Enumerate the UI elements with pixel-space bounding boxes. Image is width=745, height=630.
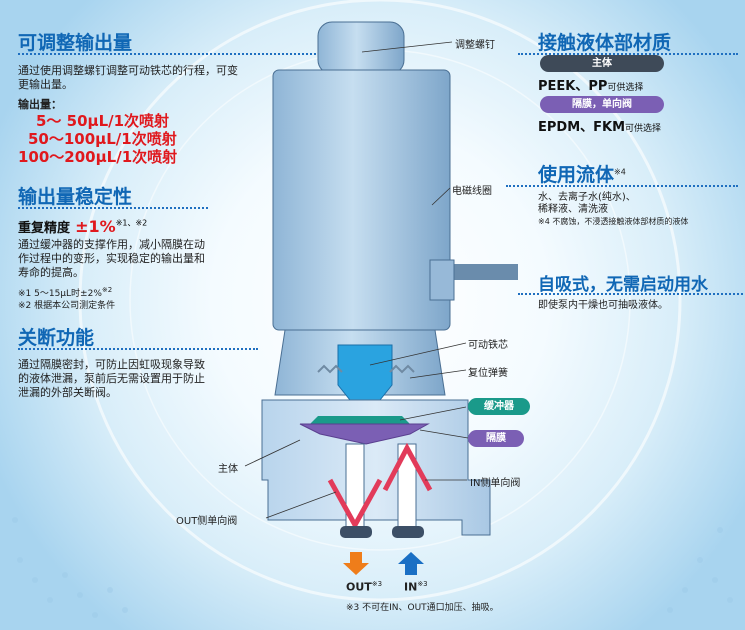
in-port-nut (392, 526, 424, 538)
precision-sup: ※1、※2 (115, 218, 148, 228)
footnote-ports: ※3 不可在IN、OUT通口加压、抽吸。 (346, 603, 499, 613)
badge-diaphragm-material: 隔膜，单向阀 (540, 96, 664, 113)
diaphragm-material-line: EPDM、FKM可供选择 (538, 116, 661, 135)
buffer (310, 416, 410, 424)
leader-lines (244, 41, 469, 519)
heading-self-priming: 自吸式，无需启动用水 (538, 275, 708, 295)
diaphragm-material-value: EPDM、FKM (538, 120, 626, 135)
shutoff-desc: 通过隔膜密封，可防止因虹吸现象导致的液体泄漏，泵前后无需设置用于防止泄漏的外部关… (18, 358, 205, 399)
in-check-valve (382, 442, 433, 492)
self-priming-desc: 即使泵内干燥也可抽吸液体。 (538, 300, 668, 311)
diaphragm (299, 423, 430, 445)
note1-sup: ※2 (101, 286, 113, 294)
precision-label: 重复精度 (18, 221, 71, 236)
label-in-port: IN※3 (404, 580, 428, 594)
heading-wetted-materials: 接触液体部材质 (538, 32, 672, 54)
adjustable-output-desc: 通过使用调整螺钉调整可动铁芯的行程，可变更输出量。 (18, 64, 238, 91)
output-range-1: 5～ 50μL/1次喷射 (36, 112, 170, 130)
label-out-port: OUT※3 (346, 580, 382, 594)
return-spring (317, 364, 415, 374)
label-solenoid-coil: 电磁线圈 (452, 186, 492, 197)
out-port-sup: ※3 (371, 580, 383, 588)
stability-note-2: ※2 根据本公司测定条件 (18, 301, 116, 311)
body-material-value: PEEK、PP (538, 79, 608, 94)
moving-core (337, 344, 393, 401)
label-diaphragm: 隔膜 (468, 430, 524, 447)
heading-adjustable-output: 可调整输出量 (18, 32, 133, 54)
in-port-text: IN (404, 580, 418, 594)
badge-body-material: 主体 (540, 55, 664, 72)
precision-line: 重复精度 ±1%※1、※2 (18, 217, 338, 236)
section-self-priming: 自吸式，无需启动用水 即使泵内干燥也可抽吸液体。 (518, 270, 743, 313)
body-material-line: PEEK、PP可供选择 (538, 75, 643, 94)
divider (506, 185, 738, 187)
cable-gland (429, 259, 455, 301)
section-shutoff: 关断功能 通过隔膜密封，可防止因虹吸现象导致的液体泄漏，泵前后无需设置用于防止泄… (18, 323, 338, 400)
in-arrow-icon (398, 552, 424, 575)
adjust-screw (317, 21, 405, 75)
section-wetted-materials: 接触液体部材质 (518, 28, 738, 55)
stability-desc: 通过缓冲器的支撑作用，减小隔膜在动作过程中的变形，实现稳定的输出量和寿命的提高。 (18, 238, 205, 279)
divider (18, 348, 258, 350)
fluids-note: ※4 不腐蚀，不浸透接触液体部材质的液体 (538, 217, 689, 226)
divider (18, 207, 208, 209)
divider (518, 53, 738, 55)
section-fluids: 使用流体※4 水、去离子水(纯水)、 稀释液、清洗液 ※4 不腐蚀，不浸透接触液… (506, 160, 738, 228)
label-return-spring: 复位弹簧 (468, 368, 508, 379)
section-adjustable-output: 可调整输出量 通过使用调整螺钉调整可动铁芯的行程，可变更输出量。 输出量： 5～… (18, 28, 344, 166)
divider (518, 293, 743, 295)
label-moving-core: 可动铁芯 (468, 340, 508, 351)
heading-shutoff: 关断功能 (18, 327, 95, 349)
stability-note-1: ※1 5～15μL时±2%※2 (18, 284, 338, 300)
fluids-sup: ※4 (614, 167, 626, 177)
label-out-check-valve: OUT侧单向阀 (176, 516, 238, 527)
section-output-stability: 输出量稳定性 重复精度 ±1%※1、※2 通过缓冲器的支撑作用，减小隔膜在动作过… (18, 182, 338, 312)
label-in-check-valve: IN侧单向阀 (470, 478, 521, 489)
body-material-suffix: 可供选择 (607, 83, 644, 93)
note1-text: ※1 5～15μL时±2% (18, 289, 102, 299)
precision-value: ±1% (75, 217, 116, 236)
divider (18, 53, 344, 55)
output-range-3: 100～200μL/1次喷射 (18, 148, 178, 166)
output-label: 输出量： (18, 98, 62, 111)
heading-output-stability: 输出量稳定性 (18, 186, 133, 208)
label-buffer: 缓冲器 (468, 398, 530, 415)
out-arrow-icon (343, 552, 369, 575)
fluids-heading-line: 使用流体※4 (538, 160, 738, 187)
fluids-desc-1: 水、去离子水(纯水)、 (538, 192, 636, 203)
out-port-nut (340, 526, 372, 538)
label-adjust-screw: 调整螺钉 (455, 40, 495, 51)
diaphragm-material-suffix: 可供选择 (625, 124, 662, 134)
out-check-valve (327, 478, 383, 531)
fluids-desc-2: 稀释液、清洗液 (538, 204, 608, 215)
in-port-sup: ※3 (417, 580, 428, 588)
label-main-body: 主体 (218, 464, 238, 475)
out-port-text: OUT (346, 580, 372, 594)
output-range-2: 50～100μL/1次喷射 (28, 130, 177, 148)
solenoid-coil (272, 69, 451, 331)
heading-fluids: 使用流体 (538, 164, 615, 186)
